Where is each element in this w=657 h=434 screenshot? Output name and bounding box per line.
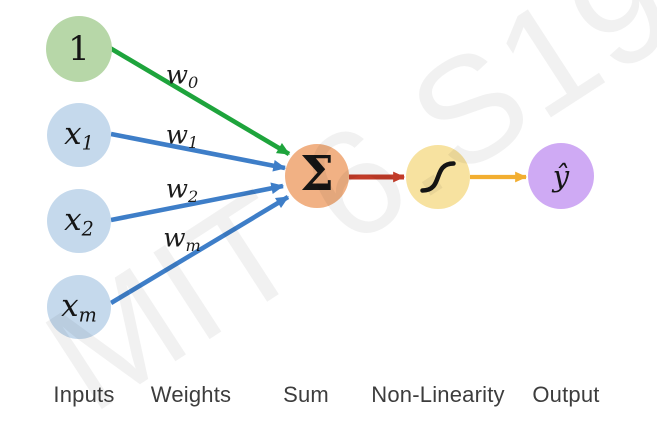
input-node-xm: xm [47, 275, 111, 339]
weight-arrow-w2 [110, 182, 285, 223]
bias-node-label: 1 [68, 29, 90, 69]
input-node-x2: x2 [47, 189, 111, 253]
sigmoid-curve-path [420, 161, 456, 193]
sum-node: Σ [285, 144, 349, 208]
sigmoid-curve-icon [420, 161, 456, 193]
stage-label-inputs: Inputs [53, 382, 115, 407]
weight-label-wm: wm [163, 223, 201, 255]
input-node-x2-label: x2 [64, 201, 94, 241]
input-node-x1: x1 [47, 103, 111, 167]
stage-label-output: Output [532, 382, 600, 407]
output-node-label: ŷ [552, 159, 570, 193]
weight-label-w2: w2 [165, 174, 199, 206]
weight-arrow-wm [109, 195, 290, 305]
stage-label-weights: Weights [150, 382, 232, 407]
nonlinearity-node [406, 145, 470, 209]
sigma-symbol: Σ [300, 146, 334, 202]
input-node-x1-label: x1 [64, 115, 94, 155]
bias-weight-arrow-w0 [108, 46, 291, 156]
weight-label-w1: w1 [165, 120, 199, 152]
bias-node: 1 [46, 16, 112, 82]
weight-arrow-w1 [110, 131, 287, 172]
stage-label-non-linearity: Non-Linearity [371, 382, 505, 407]
weight-label-w0: w0 [165, 60, 199, 92]
output-node: ŷ [528, 143, 594, 209]
input-node-xm-label: xm [61, 287, 97, 327]
stage-label-sum: Sum [283, 382, 329, 407]
